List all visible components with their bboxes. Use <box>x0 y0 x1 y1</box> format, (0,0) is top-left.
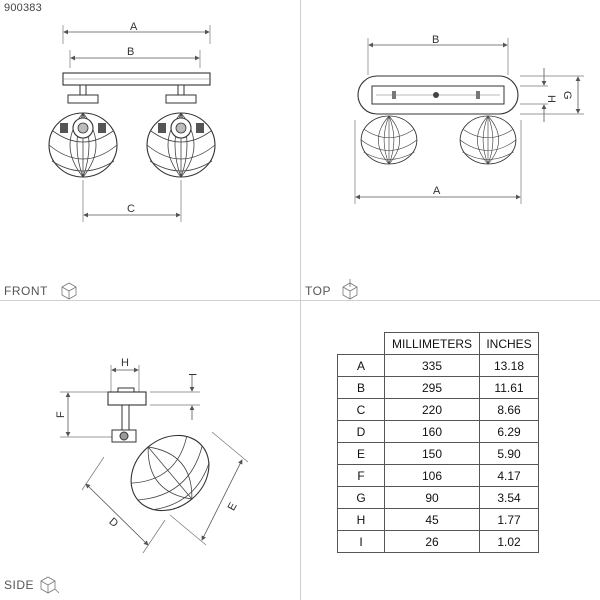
table-row: F 106 4.17 <box>337 464 539 487</box>
side-dim-e-label: E <box>226 501 240 513</box>
dimensions-table: MILLIMETERS INCHES A 335 13.18 B 295 11.… <box>337 332 539 553</box>
row-label: I <box>337 530 385 553</box>
row-label: B <box>337 376 385 399</box>
row-inches: 8.66 <box>479 398 539 421</box>
side-dim-h-label: H <box>121 357 129 369</box>
row-millimeters: 106 <box>384 464 480 487</box>
row-millimeters: 90 <box>384 486 480 509</box>
top-dim-g-label: G <box>561 91 573 100</box>
side-dim-f-label: F <box>55 411 67 418</box>
row-label: C <box>337 398 385 421</box>
side-view-drawing: H I F D <box>55 357 249 554</box>
row-inches: 4.17 <box>479 464 539 487</box>
row-label: E <box>337 442 385 465</box>
table-row: A 335 13.18 <box>337 354 539 377</box>
table-header-blank <box>337 332 385 355</box>
front-view-drawing: A B C <box>48 21 216 222</box>
view-cube-icon <box>61 282 77 300</box>
front-dim-b-label: B <box>127 46 134 58</box>
row-inches: 3.54 <box>479 486 539 509</box>
horizontal-divider <box>0 300 600 301</box>
view-cube-icon <box>40 576 60 594</box>
row-millimeters: 150 <box>384 442 480 465</box>
row-millimeters: 220 <box>384 398 480 421</box>
front-view-label: FRONT <box>4 284 48 298</box>
row-label: A <box>337 354 385 377</box>
top-dim-b-label: B <box>432 34 439 46</box>
front-dim-c-label: C <box>127 203 135 215</box>
product-code: 900383 <box>4 2 42 14</box>
table-header-row: MILLIMETERS INCHES <box>337 332 539 355</box>
row-label: H <box>337 508 385 531</box>
row-millimeters: 26 <box>384 530 480 553</box>
row-inches: 1.77 <box>479 508 539 531</box>
side-dim-i-label: I <box>186 373 198 376</box>
row-inches: 1.02 <box>479 530 539 553</box>
top-view-label: TOP <box>305 284 331 298</box>
top-dim-a-label: A <box>433 185 441 197</box>
table-row: G 90 3.54 <box>337 486 539 509</box>
row-millimeters: 295 <box>384 376 480 399</box>
table-row: D 160 6.29 <box>337 420 539 443</box>
table-row: H 45 1.77 <box>337 508 539 531</box>
top-dim-h-label: H <box>545 95 557 103</box>
side-dim-d-label: D <box>106 516 120 530</box>
row-inches: 13.18 <box>479 354 539 377</box>
table-row: I 26 1.02 <box>337 530 539 553</box>
table-row: E 150 5.90 <box>337 442 539 465</box>
table-row: C 220 8.66 <box>337 398 539 421</box>
row-label: D <box>337 420 385 443</box>
row-millimeters: 335 <box>384 354 480 377</box>
row-inches: 6.29 <box>479 420 539 443</box>
table-row: B 295 11.61 <box>337 376 539 399</box>
side-view-label: SIDE <box>4 578 35 592</box>
row-inches: 11.61 <box>479 376 539 399</box>
row-millimeters: 45 <box>384 508 480 531</box>
row-label: F <box>337 464 385 487</box>
front-dim-a-label: A <box>130 21 138 33</box>
top-view-drawing: B H G A <box>354 34 584 204</box>
table-header-inches: INCHES <box>479 332 539 355</box>
row-label: G <box>337 486 385 509</box>
row-inches: 5.90 <box>479 442 539 465</box>
table-header-millimeters: MILLIMETERS <box>384 332 480 355</box>
row-millimeters: 160 <box>384 420 480 443</box>
view-cube-icon <box>342 279 358 300</box>
